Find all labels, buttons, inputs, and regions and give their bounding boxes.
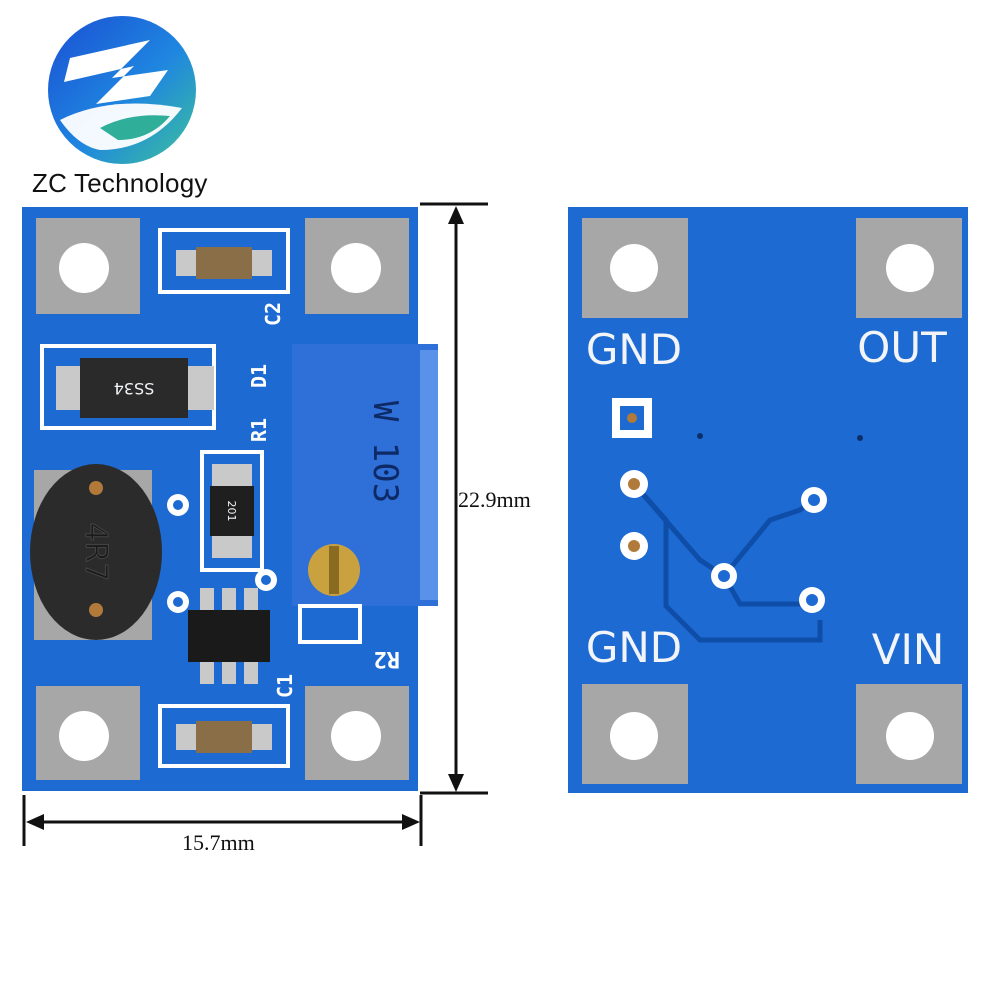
designator-c1: C1 — [273, 674, 297, 698]
pad-label-bottom-right: VIN — [872, 625, 945, 674]
diode-d1: SS34 — [40, 344, 216, 430]
ic-chip — [188, 588, 270, 684]
height-dimension — [420, 202, 488, 795]
pot-marking: W 103 — [365, 401, 405, 503]
resistor-marking: 201 — [225, 501, 238, 522]
back-pad-top-right — [856, 218, 962, 318]
front-pad-top-left — [36, 218, 140, 314]
brand-name: ZC Technology — [32, 168, 208, 198]
front-pcb: SS34 4R7 201 — [22, 207, 438, 791]
back-pad-bottom-right — [856, 684, 962, 784]
designator-r1: R1 — [247, 418, 271, 442]
front-pad-bottom-left — [36, 686, 140, 780]
diode-marking: SS34 — [114, 379, 155, 398]
back-pad-top-left — [582, 218, 688, 318]
designator-c2: C2 — [261, 302, 285, 326]
front-pad-top-right — [305, 218, 409, 314]
pad-label-top-left: GND — [586, 325, 682, 374]
designator-r2: R2 — [374, 646, 401, 671]
designator-d1: D1 — [247, 364, 271, 388]
width-dimension-label: 15.7mm — [182, 830, 255, 855]
inductor-marking: 4R7 — [78, 522, 113, 581]
capacitor-c1 — [158, 704, 290, 768]
front-pad-bottom-right — [305, 686, 409, 780]
capacitor-c2 — [158, 228, 290, 294]
back-pad-bottom-left — [582, 684, 688, 784]
width-dimension — [22, 795, 423, 846]
back-vias — [620, 470, 827, 613]
zc-logo-icon — [48, 16, 196, 164]
back-pcb: GND OUT GND VIN — [568, 207, 968, 793]
resistor-r1: 201 — [200, 450, 264, 572]
potentiometer: W 103 — [292, 344, 438, 606]
pad-label-top-right: OUT — [857, 323, 947, 372]
pad-label-bottom-left: GND — [586, 623, 682, 672]
height-dimension-label: 22.9mm — [458, 487, 531, 512]
inductor: 4R7 — [30, 464, 162, 640]
